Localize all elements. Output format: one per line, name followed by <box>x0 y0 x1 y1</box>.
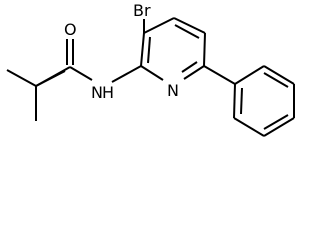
phenyl-ring <box>203 65 295 137</box>
ring-nitrogen-label: N <box>167 81 179 100</box>
bond-quaternary-to-carbonyl <box>35 66 71 87</box>
phenyl-bond-2 <box>233 117 265 137</box>
chemical-structure: O N H Br N <box>6 1 295 137</box>
bond-methyl-top <box>6 69 37 87</box>
pyridine-bond-c5-c6 <box>203 32 206 67</box>
phenyl-bond-1-inner <box>240 87 243 115</box>
amide-nitrogen-label: N <box>91 83 103 102</box>
phenyl-bond-6 <box>234 65 265 85</box>
pyridine-bond-c6-n1-inner <box>181 61 198 73</box>
amide-hydrogen-label: H <box>102 83 114 102</box>
phenyl-bond-5 <box>263 65 295 85</box>
pyridine-bond-c2-c3-inner <box>147 36 151 64</box>
amide-group: O N H <box>64 20 142 102</box>
tert-butyl-group <box>6 66 71 121</box>
phenyl-bond-3 <box>263 117 295 137</box>
pyridine-bond-c6-n1 <box>183 65 205 80</box>
pyridine-bond-c3-c4 <box>143 17 175 34</box>
pyridine-ring: Br N <box>133 1 206 100</box>
pyridine-bond-c2-c3 <box>140 32 145 67</box>
phenyl-bond-3-inner <box>263 114 289 130</box>
oxygen-label: O <box>64 20 77 39</box>
pyridine-bond-c4-c5-inner <box>174 24 200 39</box>
bromine-label: Br <box>133 1 151 20</box>
bond-carbonyl-to-nitrogen <box>69 66 93 81</box>
pyridine-bond-n1-c2 <box>140 65 164 81</box>
phenyl-bond-1 <box>233 83 236 119</box>
pyridine-bond-c4-c5 <box>173 17 206 34</box>
bond-nitrogen-to-pyridine <box>111 65 142 83</box>
bond-pyridine-to-phenyl <box>203 65 236 85</box>
phenyl-bond-5-inner <box>263 72 289 88</box>
